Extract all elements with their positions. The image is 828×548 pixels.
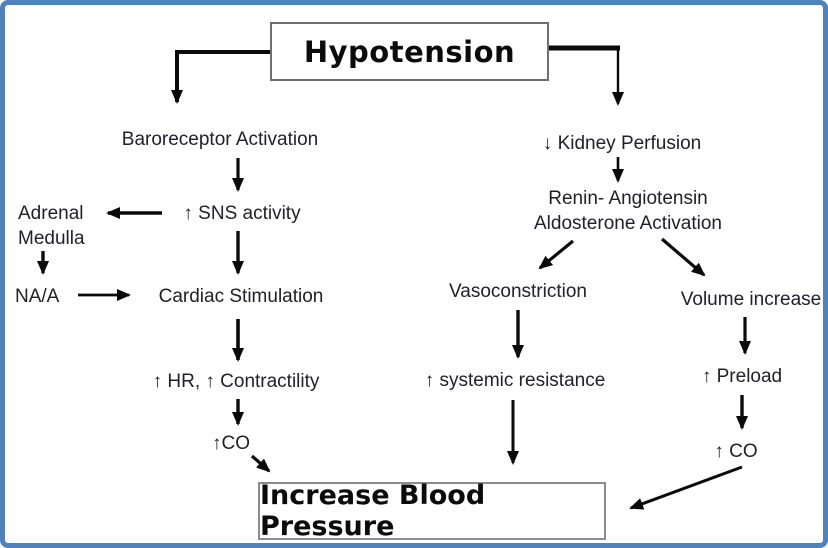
- node-systemic-resistance: ↑ systemic resistance: [424, 370, 606, 391]
- arrow-layer: [37, 45, 751, 510]
- arrow-raas-to-volume: [660, 237, 706, 277]
- node-naa: NA/A: [15, 286, 60, 307]
- node-volume-increase: Volume increase: [680, 289, 822, 310]
- node-preload: ↑ Preload: [701, 366, 783, 387]
- node-hr-contractility: ↑ HR, ↑ Contractility: [152, 371, 320, 392]
- node-cardiac-stimulation: Cardiac Stimulation: [158, 286, 324, 307]
- node-vasoconstriction: Vasoconstriction: [449, 281, 587, 302]
- hypotension-label: Hypotension: [303, 34, 516, 69]
- arrow-co-right-to-bp: [629, 465, 743, 510]
- connector-hypotension-to-baroreceptor: [171, 50, 270, 104]
- arrow-raas-to-vasoconstriction: [538, 239, 575, 270]
- node-adrenal-medulla: Adrenal Medulla: [18, 201, 85, 251]
- node-sns-activity: ↑ SNS activity: [183, 203, 301, 224]
- node-baroreceptor-activation: Baroreceptor Activation: [121, 129, 319, 150]
- arrow-co-to-bp: [250, 454, 271, 473]
- adrenal-medulla-line1: Adrenal: [18, 203, 84, 224]
- node-co-right: ↑ CO: [714, 441, 758, 462]
- node-kidney-perfusion: ↓ Kidney Perfusion: [542, 133, 702, 154]
- increase-blood-pressure-box: Increase Blood Pressure: [258, 480, 606, 542]
- raas-line2: Aldosterone Activation: [533, 213, 723, 234]
- node-co-left: ↑CO: [212, 433, 250, 454]
- raas-line1: Renin- Angiotensin: [548, 188, 708, 209]
- increase-blood-pressure-label: Increase Blood Pressure: [260, 480, 486, 542]
- node-raas-activation: Renin- Angiotensin Aldosterone Activatio…: [534, 186, 722, 236]
- hypotension-box: Hypotension: [270, 22, 549, 81]
- adrenal-medulla-line2: Medulla: [18, 228, 85, 249]
